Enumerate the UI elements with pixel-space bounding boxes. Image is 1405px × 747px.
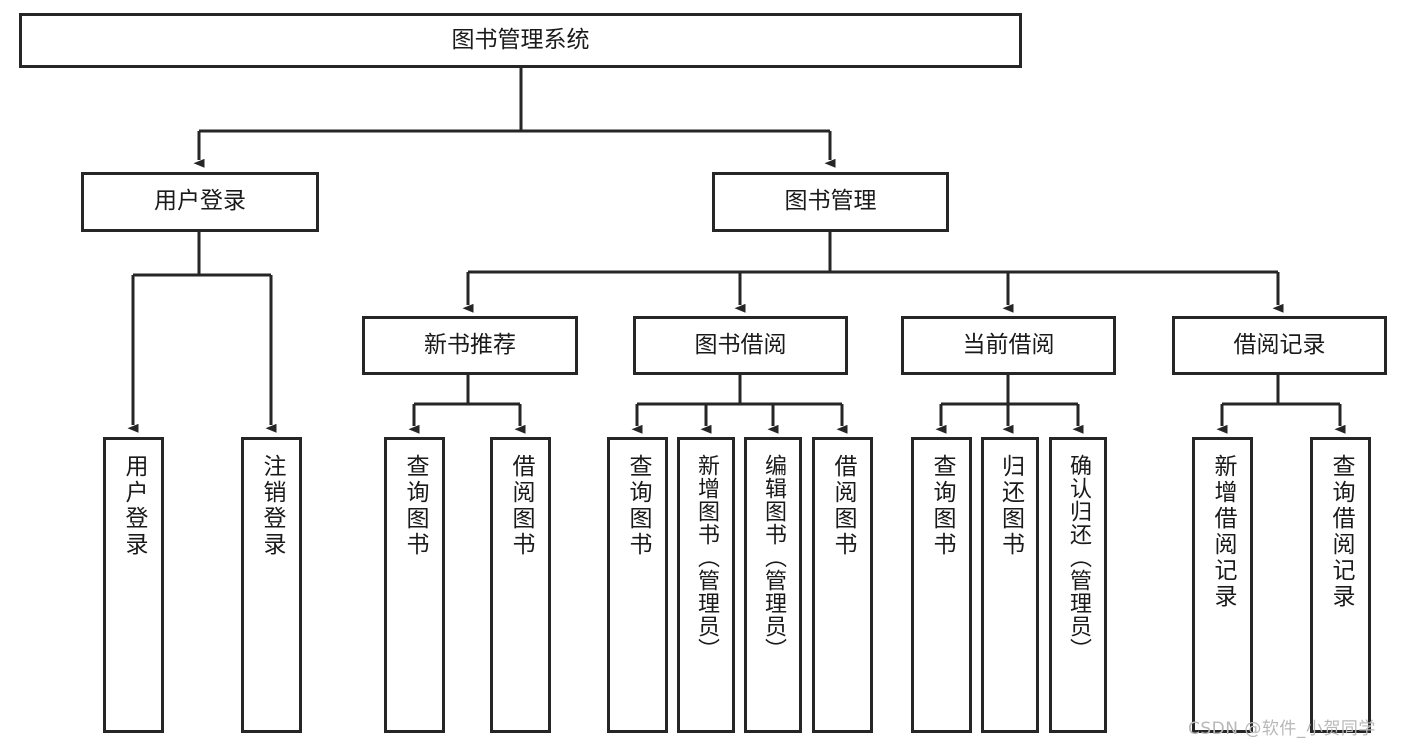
node-leaf-return-book[interactable]: 归还图书: [981, 437, 1039, 733]
node-leaf-query-record[interactable]: 查询借阅记录: [1310, 437, 1371, 733]
node-user-login-label: 用户登录: [154, 188, 246, 215]
node-leaf-query-book-2-label: 查询图书: [625, 454, 651, 558]
node-current-borrow[interactable]: 当前借阅: [901, 316, 1116, 375]
node-leaf-query-record-label: 查询借阅记录: [1328, 454, 1354, 610]
node-leaf-query-book-2[interactable]: 查询图书: [607, 437, 668, 733]
node-leaf-borrow-book-1[interactable]: 借阅图书: [490, 437, 551, 733]
node-book-manage[interactable]: 图书管理: [712, 172, 949, 232]
node-leaf-borrow-book-1-label: 借阅图书: [508, 454, 534, 558]
node-user-login[interactable]: 用户登录: [81, 172, 319, 232]
node-leaf-user-login[interactable]: 用户登录: [103, 437, 164, 733]
node-leaf-borrow-book-2-label: 借阅图书: [830, 454, 856, 558]
node-leaf-edit-book-label: 编辑图书（管理员）: [761, 454, 786, 661]
node-leaf-query-book-3-label: 查询图书: [929, 454, 955, 558]
node-leaf-borrow-book-2[interactable]: 借阅图书: [812, 437, 873, 733]
node-new-book-rec-label: 新书推荐: [424, 331, 516, 358]
node-leaf-return-book-label: 归还图书: [997, 454, 1024, 558]
csdn-watermark: CSDN @软件_小贺同学: [1188, 719, 1376, 739]
node-leaf-query-book-3[interactable]: 查询图书: [911, 437, 972, 733]
node-leaf-logout-login-label: 注销登录: [259, 454, 285, 558]
node-leaf-add-record[interactable]: 新增借阅记录: [1192, 437, 1253, 733]
node-root-label: 图书管理系统: [451, 26, 590, 53]
node-book-manage-label: 图书管理: [784, 188, 877, 215]
node-book-borrow-label: 图书借阅: [694, 331, 787, 358]
node-root[interactable]: 图书管理系统: [19, 13, 1022, 68]
node-borrow-record[interactable]: 借阅记录: [1172, 316, 1387, 375]
node-borrow-record-label: 借阅记录: [1233, 331, 1326, 358]
node-new-book-rec[interactable]: 新书推荐: [362, 316, 578, 375]
node-leaf-user-login-label: 用户登录: [121, 454, 147, 558]
node-leaf-add-record-label: 新增借阅记录: [1210, 454, 1236, 610]
node-leaf-confirm-return[interactable]: 确认归还（管理员）: [1049, 437, 1107, 733]
node-leaf-add-book[interactable]: 新增图书（管理员）: [677, 437, 735, 733]
node-book-borrow[interactable]: 图书借阅: [633, 316, 848, 375]
node-leaf-confirm-return-label: 确认归还（管理员）: [1066, 454, 1091, 661]
node-leaf-query-book-1-label: 查询图书: [402, 454, 428, 558]
node-leaf-edit-book[interactable]: 编辑图书（管理员）: [744, 437, 802, 733]
node-current-borrow-label: 当前借阅: [962, 331, 1055, 358]
node-leaf-logout-login[interactable]: 注销登录: [241, 437, 302, 733]
node-leaf-query-book-1[interactable]: 查询图书: [384, 437, 445, 733]
node-leaf-add-book-label: 新增图书（管理员）: [694, 454, 719, 661]
